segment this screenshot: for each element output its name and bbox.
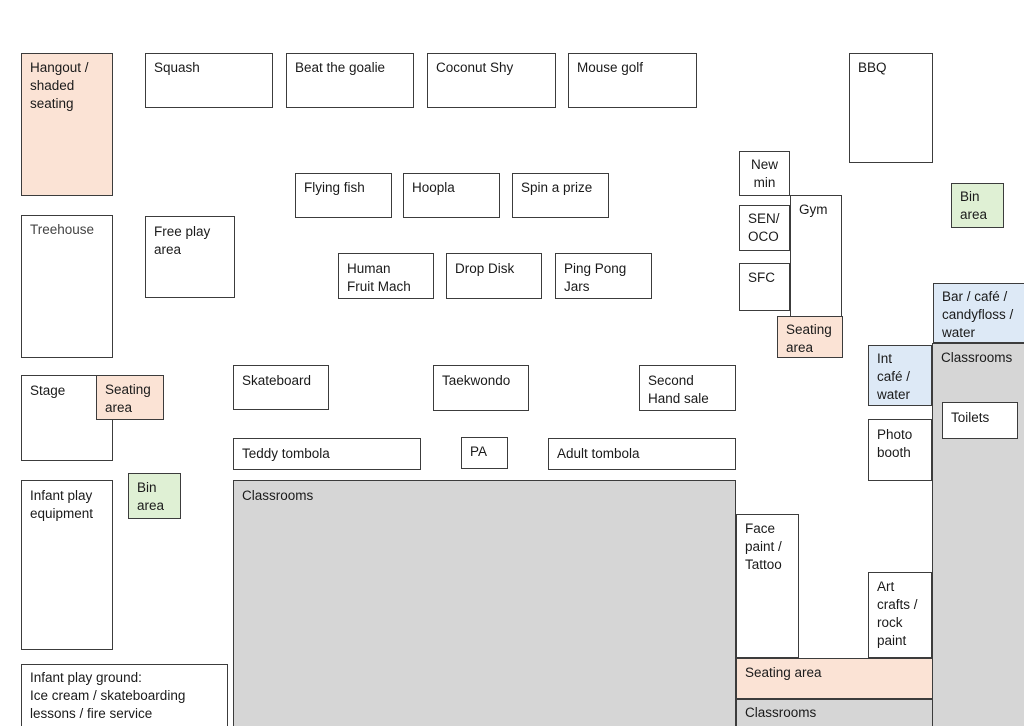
- new-min-stall: New min: [739, 151, 790, 196]
- int-cafe-stall: Int café / water: [868, 345, 932, 406]
- hoopla-stall: Hoopla: [403, 173, 500, 218]
- seating-area-bottom: Seating area: [736, 658, 933, 699]
- photo-booth-stall: Photo booth: [868, 419, 932, 481]
- skateboard-stall: Skateboard: [233, 365, 329, 410]
- beat-the-goalie-stall: Beat the goalie: [286, 53, 414, 108]
- ping-pong-jars-stall: Ping Pong Jars: [555, 253, 652, 299]
- bin-area-right: Bin area: [951, 183, 1004, 228]
- sfc-stall: SFC: [739, 263, 790, 311]
- sen-oco-stall: SEN/ OCO: [739, 205, 790, 251]
- art-crafts-stall: Art crafts / rock paint: [868, 572, 932, 658]
- classrooms-bottom: Classrooms: [736, 699, 933, 726]
- human-fruit-machine-stall: Human Fruit Mach: [338, 253, 434, 299]
- flying-fish-stall: Flying fish: [295, 173, 392, 218]
- face-paint-stall: Face paint / Tattoo: [736, 514, 799, 658]
- treehouse-zone: Treehouse: [21, 215, 113, 358]
- second-hand-sale-stall: Second Hand sale: [639, 365, 736, 411]
- infant-playground-zone: Infant play ground: Ice cream / skateboa…: [21, 664, 228, 726]
- squash-stall: Squash: [145, 53, 273, 108]
- bin-area-left: Bin area: [128, 473, 181, 519]
- drop-disk-stall: Drop Disk: [446, 253, 542, 299]
- classrooms-main: Classrooms: [233, 480, 736, 726]
- gym-building: Gym: [790, 195, 842, 317]
- bbq-stall: BBQ: [849, 53, 933, 163]
- free-play-area: Free play area: [145, 216, 235, 298]
- toilets: Toilets: [942, 402, 1018, 439]
- adult-tombola-stall: Adult tombola: [548, 438, 736, 470]
- teddy-tombola-stall: Teddy tombola: [233, 438, 421, 470]
- infant-play-equipment-zone: Infant play equipment: [21, 480, 113, 650]
- seating-area-gym: Seating area: [777, 316, 843, 358]
- hangout-zone: Hangout / shaded seating: [21, 53, 113, 196]
- mouse-golf-stall: Mouse golf: [568, 53, 697, 108]
- coconut-shy-stall: Coconut Shy: [427, 53, 556, 108]
- pa-point: PA: [461, 437, 508, 469]
- spin-a-prize-stall: Spin a prize: [512, 173, 609, 218]
- classrooms-right: Classrooms: [932, 343, 1024, 726]
- seating-area-stage: Seating area: [96, 375, 164, 420]
- taekwondo-stall: Taekwondo: [433, 365, 529, 411]
- bar-cafe-stall: Bar / café / candyfloss / water: [933, 283, 1024, 343]
